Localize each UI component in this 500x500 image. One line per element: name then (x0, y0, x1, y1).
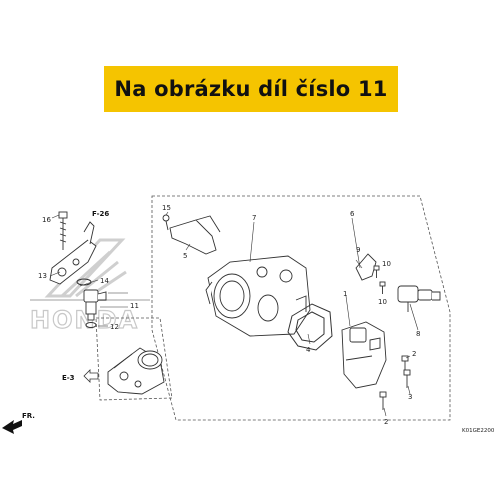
gasket-4 (287, 303, 333, 351)
throttle-cover-5 (169, 215, 221, 255)
e3-arrow-icon (83, 369, 99, 383)
callout-12: 12 (110, 323, 119, 331)
screw-3 (403, 369, 411, 388)
screw-2-lower (379, 391, 387, 410)
sensor-8 (397, 285, 441, 312)
callout-13: 13 (38, 272, 47, 280)
o-ring-14 (76, 278, 92, 286)
callout-5: 5 (183, 252, 187, 260)
screw-15 (162, 214, 170, 231)
ref-f26: F-26 (92, 210, 109, 218)
callout-8: 8 (416, 330, 420, 338)
injector-group-outline (95, 317, 173, 401)
callout-14: 14 (100, 277, 109, 285)
fuel-injector-11 (83, 289, 107, 321)
callout-4: 4 (306, 346, 311, 354)
seal-ring-12 (85, 322, 97, 328)
sensor-unit-1 (341, 321, 387, 389)
sensor-bracket-9 (355, 253, 377, 281)
intake-insulator (107, 347, 165, 395)
callout-6: 6 (350, 210, 355, 218)
ref-e3: E-3 (62, 374, 75, 382)
callout-15: 15 (162, 204, 171, 212)
honda-watermark-text: HONDA (30, 306, 139, 334)
callout-10-upper: 10 (382, 260, 391, 268)
callout-10-lower: 10 (378, 298, 387, 306)
injector-bracket-13 (49, 221, 97, 285)
front-arrow-icon (2, 420, 22, 434)
part-number-banner: Na obrázku díl číslo 11 (104, 66, 398, 112)
callout-2-upper: 2 (412, 350, 416, 358)
ref-front: FR. (22, 412, 35, 420)
callout-16: 16 (42, 216, 51, 224)
throttle-body-7 (205, 255, 311, 337)
callout-11: 11 (130, 302, 139, 310)
callout-3: 3 (408, 393, 412, 401)
callout-1: 1 (343, 290, 347, 298)
callout-9: 9 (356, 246, 360, 254)
bolts-10 (373, 265, 386, 294)
callout-7: 7 (252, 214, 256, 222)
leader-lines (49, 211, 419, 417)
throttle-body-group-outline (151, 195, 451, 421)
bolt-16 (58, 211, 68, 250)
diagram-code: K01GE2200 (462, 428, 495, 434)
callout-2-lower: 2 (384, 418, 388, 426)
